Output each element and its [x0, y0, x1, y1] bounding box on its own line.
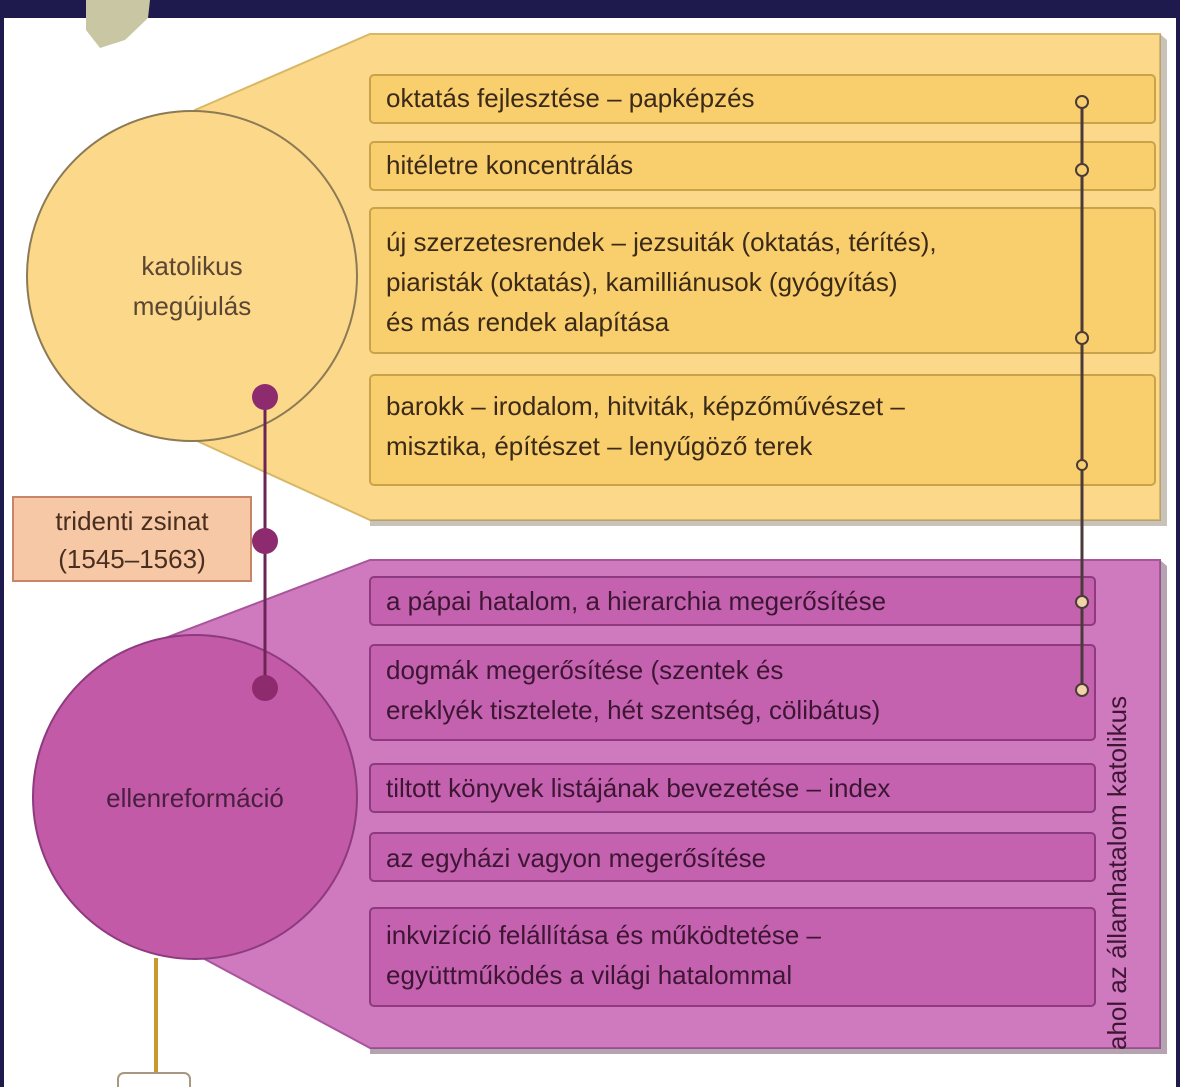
- counter-item-box-5: [369, 907, 1096, 1007]
- counter-item-3-line1: tiltott könyvek listájának bevezetése – …: [386, 773, 891, 803]
- counter-item-5-line2: együttműködés a világi hatalommal: [386, 960, 793, 990]
- renewal-item-3-line2: piaristák (oktatás), kamilliánusok (gyóg…: [386, 267, 898, 297]
- counter-item-box-4: [369, 832, 1096, 882]
- renewal-item-3: új szerzetesrendek – jezsuiták (oktatás,…: [386, 222, 937, 342]
- trent-council-name: tridenti zsinat: [55, 506, 209, 536]
- counter-item-3: tiltott könyvek listájának bevezetése – …: [386, 768, 890, 808]
- counter-item-box-1: [369, 576, 1096, 626]
- catholic-renewal-circle: [26, 110, 358, 442]
- counter-item-box-2: [369, 644, 1096, 741]
- council-link-dot-top: [252, 384, 278, 410]
- trent-council-box: tridenti zsinat (1545–1563): [12, 496, 252, 582]
- renewal-item-box-2: [369, 141, 1156, 191]
- counter-reformation-label: ellenreformáció: [60, 778, 330, 818]
- counter-item-1-line1: a pápai hatalom, a hierarchia megerősíté…: [386, 586, 887, 616]
- renewal-item-1-line1: oktatás fejlesztése – papképzés: [386, 83, 755, 113]
- counter-item-5: inkvizíció felállítása és működtetése – …: [386, 915, 821, 995]
- counter-item-5-line1: inkvizíció felállítása és működtetése –: [386, 920, 821, 950]
- council-link-dot-bottom: [252, 675, 278, 701]
- state-power-catholic-label: ahol az államhatalom katolikus: [1102, 695, 1132, 1050]
- right-frame-bar: [1176, 0, 1180, 1087]
- trent-council-years: (1545–1563): [58, 544, 206, 574]
- connector-dot-6: [1075, 683, 1089, 697]
- connector-dot-2: [1075, 163, 1089, 177]
- counter-item-2: dogmák megerősítése (szentek és ereklyék…: [386, 650, 880, 730]
- top-frame-bar: [0, 0, 1180, 18]
- renewal-item-4-line2: misztika, építészet – lenyűgöző terek: [386, 431, 813, 461]
- renewal-item-box-1: [369, 74, 1156, 124]
- counter-item-4-line1: az egyházi vagyon megerősítése: [386, 843, 767, 873]
- connector-dot-4: [1076, 459, 1088, 471]
- left-frame-bar: [0, 0, 4, 1087]
- counter-item-2-line2: ereklyék tisztelete, hét szentség, cölib…: [386, 695, 881, 725]
- renewal-item-2: hitéletre koncentrálás: [386, 145, 633, 185]
- connector-dot-1: [1075, 95, 1089, 109]
- renewal-item-3-line1: új szerzetesrendek – jezsuiták (oktatás,…: [386, 227, 937, 257]
- counter-item-box-3: [369, 763, 1096, 813]
- counter-item-2-line1: dogmák megerősítése (szentek és: [386, 655, 784, 685]
- renewal-item-4: barokk – irodalom, hitviták, képzőművész…: [386, 386, 905, 466]
- counter-item-1: a pápai hatalom, a hierarchia megerősíté…: [386, 581, 886, 621]
- connector-dot-5: [1075, 595, 1089, 609]
- counter-reformation-circle: [32, 634, 358, 960]
- renewal-item-2-line1: hitéletre koncentrálás: [386, 150, 634, 180]
- catholic-renewal-label: katolikus megújulás: [92, 246, 292, 326]
- connector-dot-3: [1075, 331, 1089, 345]
- renewal-item-1: oktatás fejlesztése – papképzés: [386, 78, 755, 118]
- counter-item-4: az egyházi vagyon megerősítése: [386, 838, 766, 878]
- catholic-renewal-label-line1: katolikus: [141, 251, 243, 281]
- council-link-dot-middle: [252, 528, 278, 554]
- catholic-renewal-label-line2: megújulás: [132, 291, 252, 321]
- renewal-item-3-line3: és más rendek alapítása: [386, 307, 670, 337]
- renewal-item-box-4: [369, 374, 1156, 486]
- bottom-next-box: [117, 1072, 191, 1087]
- map-fragment-shape: [86, 0, 150, 48]
- renewal-item-box-3: [369, 207, 1156, 354]
- renewal-item-4-line1: barokk – irodalom, hitviták, képzőművész…: [386, 391, 905, 421]
- counter-reformation-label-text: ellenreformáció: [106, 783, 284, 813]
